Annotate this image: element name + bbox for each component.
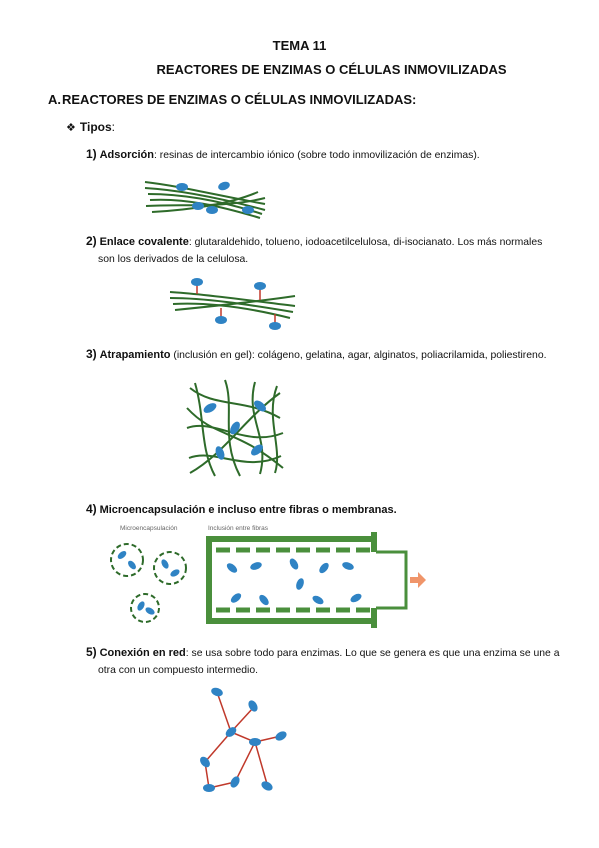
section-title: REACTORES DE ENZIMAS O CÉLULAS INMOVILIZ…: [62, 92, 417, 107]
item-keyword: Microencapsulación e incluso entre fibra…: [99, 504, 397, 516]
section-heading: A.REACTORES DE ENZIMAS O CÉLULAS INMOVIL…: [48, 92, 416, 107]
crosslinked-network-illustration: [200, 687, 287, 792]
item-text: : glutaraldehido, tolueno, iodoacetilcel…: [188, 237, 543, 248]
document-heading-tema: TEMA 11: [272, 38, 327, 53]
item-text: : resinas de intercambio iónico (sobre t…: [153, 150, 480, 161]
list-item-adsorcion: 1) Adsorción: resinas de intercambio ión…: [86, 146, 581, 164]
item-keyword: Conexión en red: [99, 647, 186, 659]
adsorption-illustration: [144, 181, 266, 219]
gel-entrapment-illustration: [186, 379, 284, 477]
item-text: (inclusión en gel): colágeno, gelatina, …: [170, 350, 547, 361]
item-text: : se usa sobre todo para enzimas. Lo que…: [185, 648, 560, 659]
label-fiber-inclusion: Inclusión entre fibras: [208, 525, 268, 532]
list-item-microencapsulacion: 4) Microencapsulación e incluso entre fi…: [86, 501, 581, 519]
item-text-continued: son los derivados de la celulosa.: [98, 254, 249, 265]
tipos-heading: ❖Tipos:: [66, 120, 115, 134]
section-marker: A.: [48, 92, 61, 107]
item-text-continued: otra con un compuesto intermedio.: [98, 665, 258, 676]
tipos-label: Tipos: [79, 120, 112, 134]
item-number: 1): [86, 147, 97, 161]
item-number: 3): [86, 347, 97, 361]
item-number: 2): [86, 234, 97, 248]
microcapsules-illustration: [110, 543, 187, 623]
diamond-bullet-icon: ❖: [66, 122, 76, 134]
fiber-inclusion-illustration: [206, 532, 426, 628]
item-keyword: Atrapamiento: [99, 349, 171, 361]
list-item-conexion-en-red: 5) Conexión en red: se usa sobre todo pa…: [86, 644, 581, 679]
item-keyword: Adsorción: [99, 149, 154, 161]
label-microencapsulation: Microencapsulación: [120, 525, 178, 532]
item-number: 5): [86, 645, 97, 659]
covalent-bond-illustration: [169, 278, 296, 330]
item-number: 4): [86, 502, 97, 516]
list-item-atrapamiento: 3) Atrapamiento (inclusión en gel): colá…: [86, 346, 581, 364]
list-item-enlace-covalente: 2) Enlace covalente: glutaraldehido, tol…: [86, 233, 581, 268]
item-keyword: Enlace covalente: [99, 236, 189, 248]
tipos-colon: :: [111, 120, 115, 134]
document-title: REACTORES DE ENZIMAS O CÉLULAS INMOVILIZ…: [156, 62, 507, 77]
